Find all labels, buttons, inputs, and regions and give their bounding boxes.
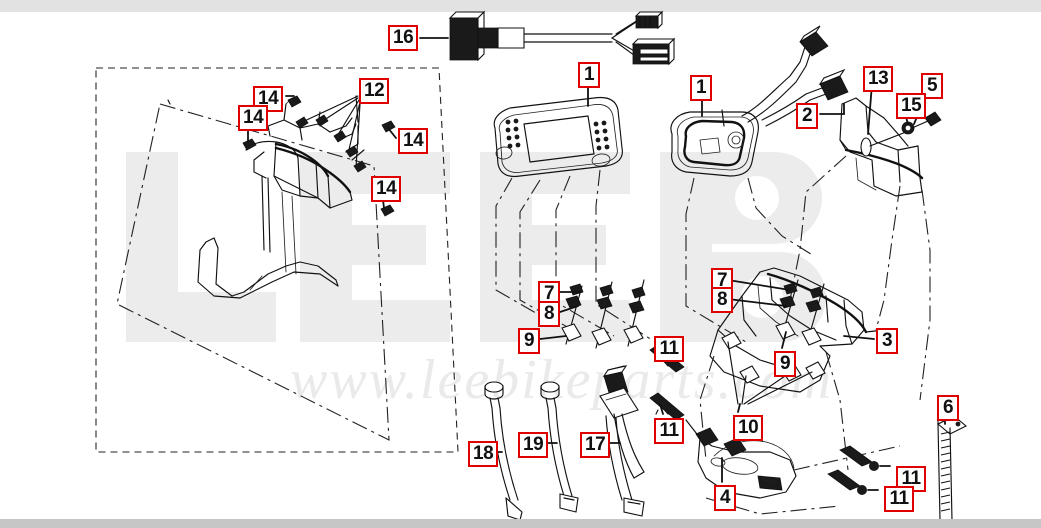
part-1-small-gauge [670,25,849,343]
bottom-gray-band [0,519,1041,528]
part-6-strip [937,405,967,521]
callout-12[interactable]: 12 [359,78,389,104]
watermark-url: www.leebikeparts.com [290,349,833,411]
callout-16[interactable]: 16 [388,25,418,51]
callout-9-a[interactable]: 9 [518,328,540,354]
callout-17[interactable]: 17 [580,432,610,458]
callout-3[interactable]: 3 [876,328,898,354]
callout-11-b[interactable]: 11 [654,418,684,444]
callout-9-b[interactable]: 9 [774,351,796,377]
callout-8-a[interactable]: 8 [538,301,560,327]
callout-11-d[interactable]: 11 [884,486,914,512]
callout-14-d[interactable]: 14 [371,176,401,202]
watermark-leeb [126,152,826,342]
part-2-bracket [789,97,942,401]
part-4-lower-bracket [685,419,901,515]
part-17-cable-assembly [599,365,645,517]
callout-19[interactable]: 19 [518,432,548,458]
callout-5[interactable]: 5 [921,73,943,99]
callout-14-b[interactable]: 14 [238,105,268,131]
part-16-harness [448,10,676,66]
callout-1-gauge[interactable]: 1 [690,75,712,101]
headlight-assembly-group [95,67,459,453]
part-1-instrument-display [493,96,653,341]
part-19-cable [540,381,579,513]
callout-1-display[interactable]: 1 [578,62,600,88]
part-3-center-bracket [699,267,885,471]
parts-789-screws-left [561,279,646,349]
part-11-lower-pins [827,445,891,495]
callout-8-b[interactable]: 8 [711,287,733,313]
callout-4[interactable]: 4 [714,485,736,511]
callout-14-c[interactable]: 14 [398,128,428,154]
top-gray-band [0,0,1041,12]
callout-2[interactable]: 2 [796,103,818,129]
part-18-cable [484,381,523,521]
callout-6[interactable]: 6 [937,395,959,421]
callout-13[interactable]: 13 [863,66,893,92]
callout-18[interactable]: 18 [468,441,498,467]
svg-text:www.leebikeparts.com: www.leebikeparts.com [290,349,833,411]
callout-15[interactable]: 15 [896,93,926,119]
callout-11-a[interactable]: 11 [654,336,684,362]
callout-10[interactable]: 10 [733,415,763,441]
